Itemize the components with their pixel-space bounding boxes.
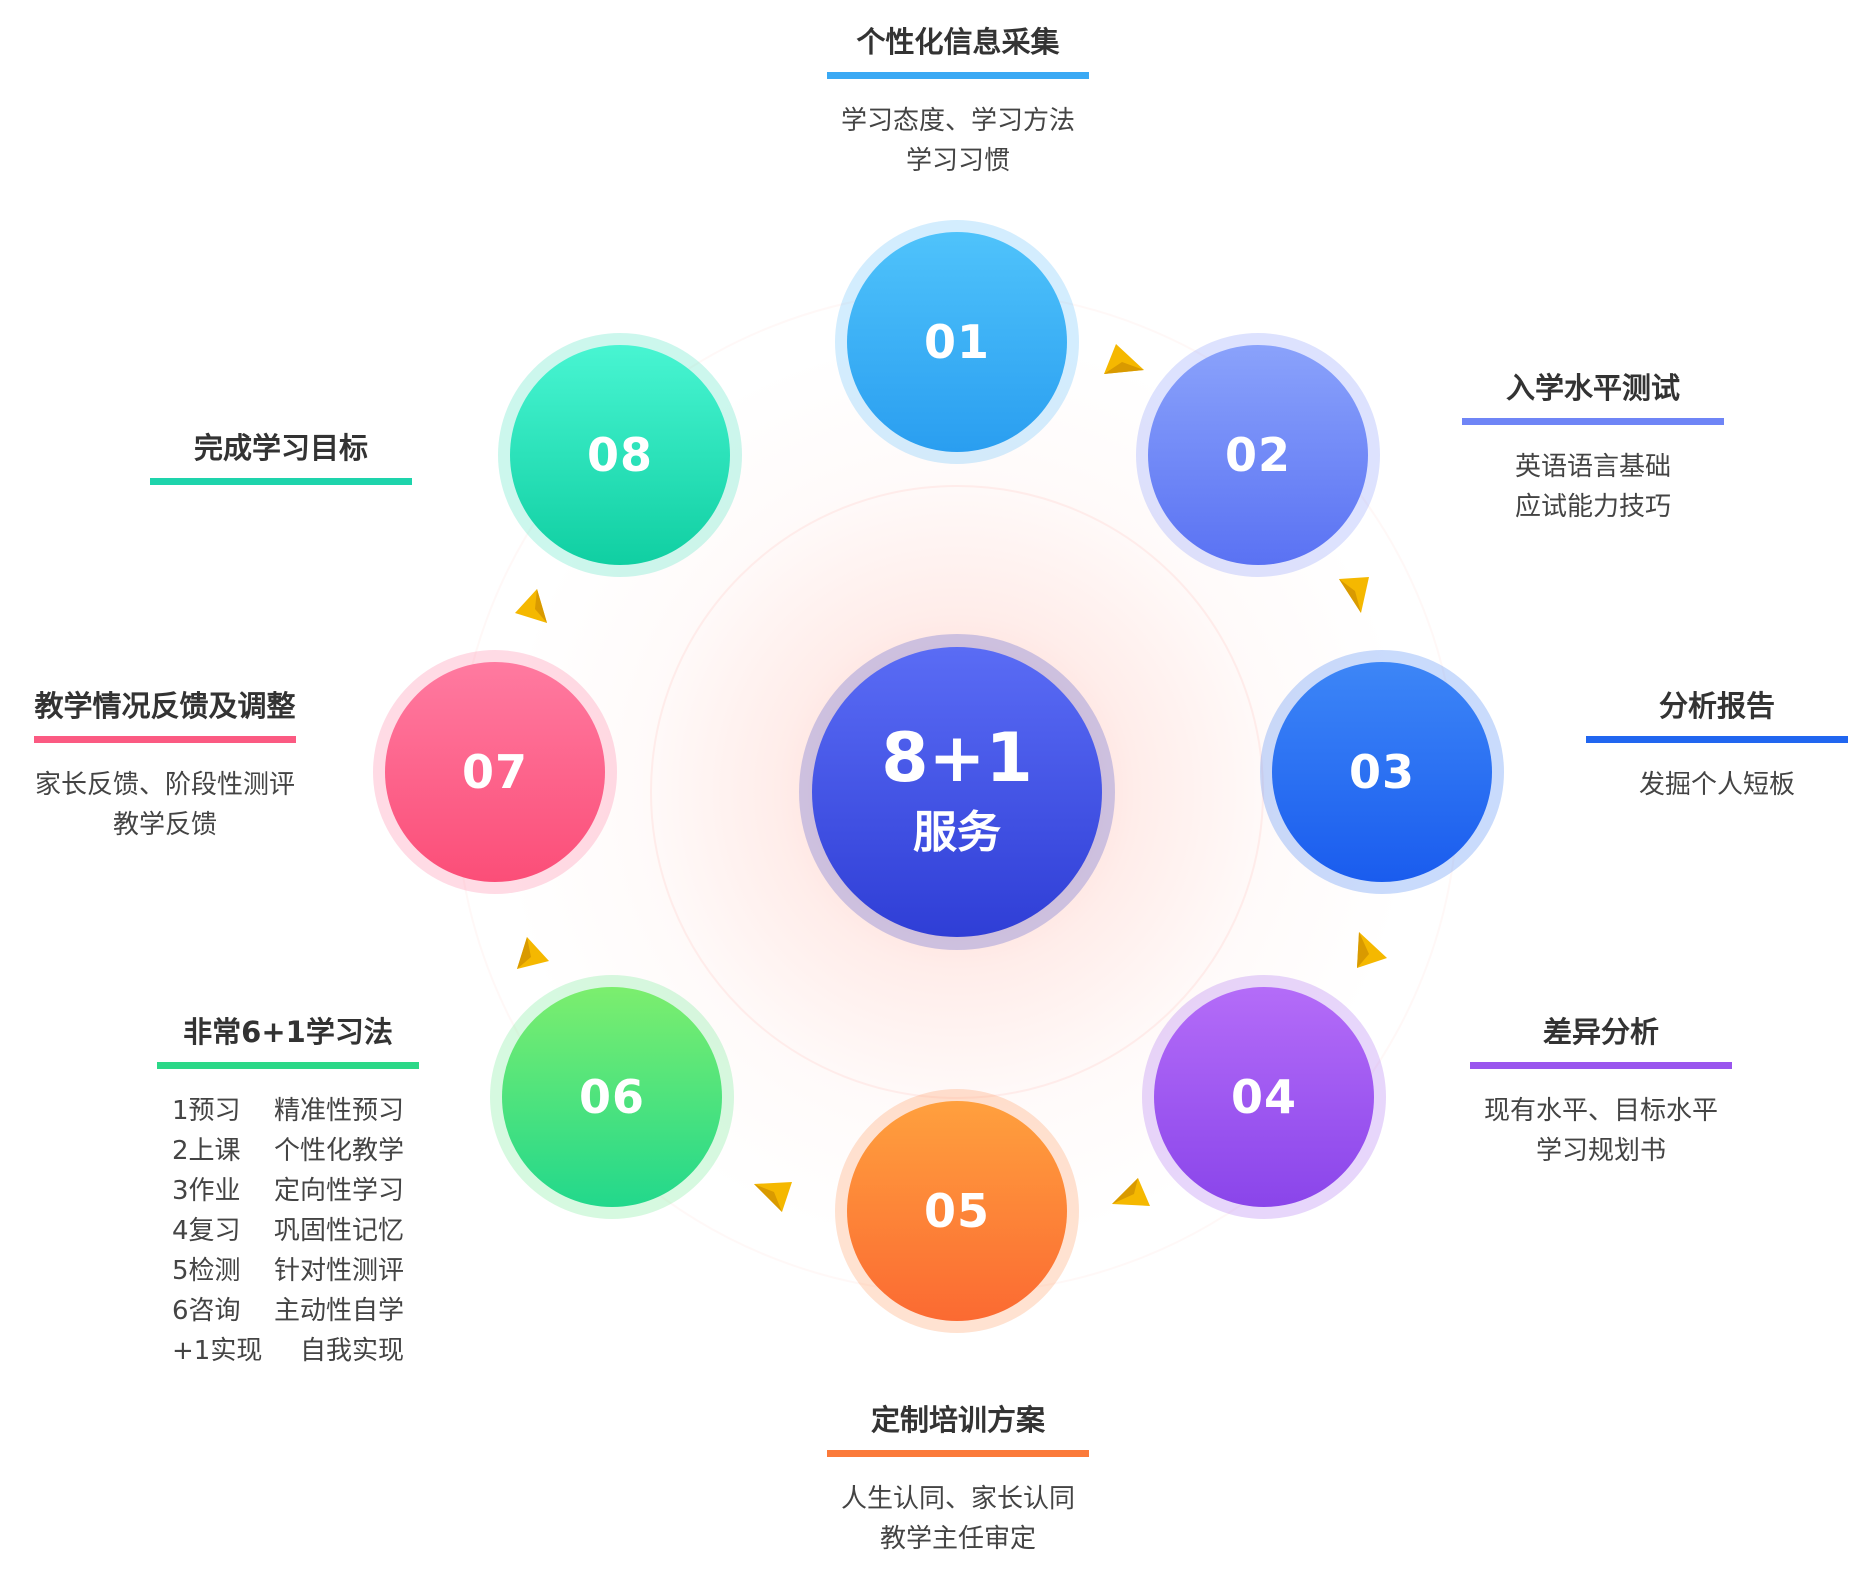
step-title-08: 完成学习目标 bbox=[193, 431, 368, 465]
step-desc-02-line1: 英语语言基础 bbox=[1514, 452, 1671, 482]
step-underline-04 bbox=[1470, 1062, 1732, 1069]
flow-arrow-icon bbox=[1339, 577, 1369, 613]
step-underline-03 bbox=[1586, 736, 1848, 743]
center-hub: 8+1 服务 bbox=[799, 634, 1115, 950]
step-desc-01-line2: 学习习惯 bbox=[905, 146, 1010, 176]
step-node-01: 01 bbox=[835, 220, 1079, 464]
step-number-04: 04 bbox=[1154, 987, 1374, 1207]
step-label-04: 差异分析 现有水平、目标水平 学习规划书 bbox=[1470, 1012, 1732, 1171]
step-number-03: 03 bbox=[1272, 662, 1492, 882]
step-number-06: 06 bbox=[502, 987, 722, 1207]
method-row: 4复习巩固性记忆 bbox=[172, 1216, 404, 1246]
method-row: 6咨询主动性自学 bbox=[172, 1296, 404, 1326]
flow-arrow-icon bbox=[517, 937, 549, 969]
center-subtitle: 服务 bbox=[913, 807, 1001, 858]
center-title: 8+1 bbox=[881, 719, 1033, 798]
step-number-01: 01 bbox=[847, 232, 1067, 452]
flow-arrow-icon bbox=[1104, 344, 1144, 374]
step-desc-07-line1: 家长反馈、阶段性测评 bbox=[34, 770, 295, 800]
method-row: 1预习精准性预习 bbox=[172, 1096, 404, 1126]
step-number-05: 05 bbox=[847, 1101, 1067, 1321]
flow-arrow-icon bbox=[754, 1182, 792, 1212]
step-node-05: 05 bbox=[835, 1089, 1079, 1333]
step-desc-01-line1: 学习态度、学习方法 bbox=[840, 106, 1075, 136]
step-desc-02-line2: 应试能力技巧 bbox=[1514, 492, 1671, 522]
flow-arrow-icon bbox=[1112, 1178, 1150, 1206]
step-node-08: 08 bbox=[498, 333, 742, 577]
step-label-02: 入学水平测试 英语语言基础 应试能力技巧 bbox=[1462, 368, 1724, 527]
step-label-05: 定制培训方案 人生认同、家长认同 教学主任审定 bbox=[827, 1400, 1089, 1559]
step-label-06: 非常6+1学习法 1预习精准性预习 2上课个性化教学 3作业定向性学习 4复习巩… bbox=[157, 1012, 419, 1371]
step-label-01: 个性化信息采集 学习态度、学习方法 学习习惯 bbox=[827, 22, 1089, 181]
step-label-08: 完成学习目标 bbox=[150, 428, 412, 507]
step-underline-07 bbox=[34, 736, 296, 743]
step-desc-04-line2: 学习规划书 bbox=[1535, 1136, 1666, 1166]
method-row: 5检测针对性测评 bbox=[172, 1256, 404, 1286]
step-underline-08 bbox=[150, 478, 412, 485]
step-underline-06 bbox=[157, 1062, 419, 1069]
step-number-07: 07 bbox=[385, 662, 605, 882]
flow-arrow-icon bbox=[1357, 932, 1387, 968]
step-label-03: 分析报告 发掘个人短板 bbox=[1586, 686, 1848, 805]
step-title-03: 分析报告 bbox=[1658, 689, 1775, 723]
step-desc-04-line1: 现有水平、目标水平 bbox=[1483, 1096, 1718, 1126]
method-row: 3作业定向性学习 bbox=[172, 1176, 404, 1206]
method-row: +1实现自我实现 bbox=[172, 1336, 404, 1366]
step-label-07: 教学情况反馈及调整 家长反馈、阶段性测评 教学反馈 bbox=[0, 686, 330, 845]
step-desc-03-line1: 发掘个人短板 bbox=[1638, 770, 1795, 800]
method-list: 1预习精准性预习 2上课个性化教学 3作业定向性学习 4复习巩固性记忆 5检测针… bbox=[172, 1091, 404, 1371]
method-row: 2上课个性化教学 bbox=[172, 1136, 404, 1166]
step-desc-07-line2: 教学反馈 bbox=[112, 810, 217, 840]
step-node-03: 03 bbox=[1260, 650, 1504, 894]
step-title-04: 差异分析 bbox=[1542, 1015, 1659, 1049]
step-underline-01 bbox=[827, 72, 1089, 79]
step-node-04: 04 bbox=[1142, 975, 1386, 1219]
step-node-06: 06 bbox=[490, 975, 734, 1219]
step-number-02: 02 bbox=[1148, 345, 1368, 565]
step-title-01: 个性化信息采集 bbox=[856, 25, 1060, 59]
step-underline-05 bbox=[827, 1450, 1089, 1457]
step-desc-05-line2: 教学主任审定 bbox=[879, 1524, 1036, 1554]
step-node-07: 07 bbox=[373, 650, 617, 894]
step-underline-02 bbox=[1462, 418, 1724, 425]
step-title-02: 入学水平测试 bbox=[1505, 371, 1680, 405]
step-node-02: 02 bbox=[1136, 333, 1380, 577]
flow-arrow-icon bbox=[515, 589, 547, 623]
step-title-07: 教学情况反馈及调整 bbox=[34, 689, 296, 723]
step-desc-05-line1: 人生认同、家长认同 bbox=[840, 1484, 1075, 1514]
step-title-05: 定制培训方案 bbox=[870, 1403, 1045, 1437]
step-title-06: 非常6+1学习法 bbox=[183, 1015, 393, 1049]
step-number-08: 08 bbox=[510, 345, 730, 565]
center-core: 8+1 服务 bbox=[812, 647, 1102, 937]
